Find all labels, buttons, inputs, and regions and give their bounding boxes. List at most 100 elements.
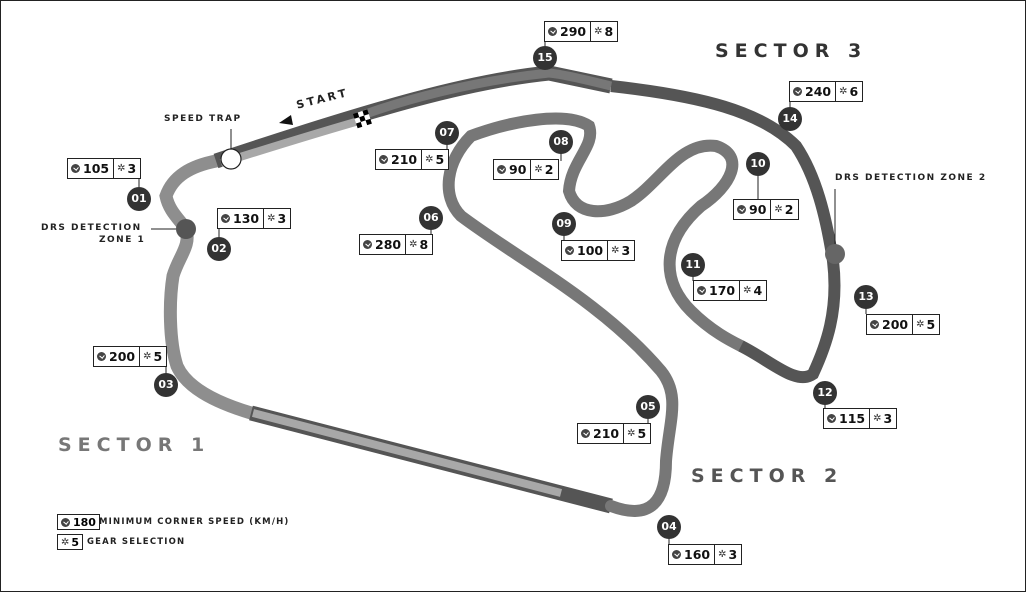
speed-icon	[379, 155, 388, 164]
start-arrow-icon	[279, 115, 293, 125]
legend-gear-value: 5	[71, 535, 80, 549]
gear-icon: ✲	[409, 239, 418, 250]
corner-info-05: 210 ✲5	[577, 423, 652, 444]
corner-info-15: 290 ✲8	[544, 21, 619, 42]
corner-badge-02: 02	[207, 237, 231, 261]
corner-speed: 290	[560, 24, 587, 39]
corner-gear: 5	[926, 317, 936, 332]
corner-badge-03: 03	[154, 373, 178, 397]
drs-zone-2-label: DRS DETECTION ZONE 2	[835, 173, 987, 183]
gear-icon: ✲	[627, 428, 636, 439]
corner-gear: 3	[883, 411, 893, 426]
corner-speed: 115	[839, 411, 866, 426]
corner-gear: 2	[784, 202, 794, 217]
corner-gear: 3	[621, 243, 631, 258]
drs-detection-marker-1	[176, 219, 196, 239]
drs-zone-back-straight	[251, 409, 563, 497]
speed-icon	[97, 352, 106, 361]
corner-info-01: 105 ✲3	[67, 158, 142, 179]
corner-gear: 3	[728, 547, 738, 562]
corner-badge-08: 08	[549, 130, 573, 154]
sector-3-label: SECTOR 3	[715, 40, 868, 62]
drs-zone-main-straight	[219, 117, 361, 167]
speed-icon	[870, 320, 879, 329]
corner-badge-01: 01	[127, 187, 151, 211]
corner-gear: 2	[544, 162, 554, 177]
start-finish-line	[353, 109, 372, 129]
drs-zone-1-label-line2: ZONE 1	[99, 235, 146, 245]
speed-icon	[827, 414, 836, 423]
corner-badge-15: 15	[533, 46, 557, 70]
corner-gear: 8	[419, 237, 429, 252]
corner-speed: 240	[805, 84, 832, 99]
gear-icon: ✲	[267, 213, 276, 224]
corner-gear: 5	[435, 152, 445, 167]
gear-icon: ✲	[117, 163, 126, 174]
corner-badge-13: 13	[854, 285, 878, 309]
speed-icon	[793, 87, 802, 96]
legend-speed-sample: 180	[57, 514, 100, 530]
gear-icon: ✲	[143, 351, 152, 362]
legend-speed-value: 180	[73, 515, 96, 529]
corner-gear: 3	[277, 211, 287, 226]
sector-1-label: SECTOR 1	[58, 434, 211, 456]
corner-info-10: 90 ✲2	[733, 199, 799, 220]
corner-speed: 160	[684, 547, 711, 562]
gear-icon: ✲	[839, 86, 848, 97]
gear-icon: ✲	[743, 285, 752, 296]
corner-badge-10: 10	[746, 152, 770, 176]
corner-info-09: 100 ✲3	[561, 240, 636, 261]
corner-info-11: 170 ✲4	[693, 280, 768, 301]
speed-icon	[565, 246, 574, 255]
gear-icon: ✲	[611, 245, 620, 256]
speed-icon	[737, 205, 746, 214]
gear-icon: ✲	[425, 154, 434, 165]
gear-icon: ✲	[61, 536, 70, 548]
speed-icon	[497, 165, 506, 174]
corner-badge-14: 14	[778, 107, 802, 131]
track-sector-3-mid	[361, 68, 613, 120]
gear-icon: ✲	[774, 204, 783, 215]
corner-speed: 105	[83, 161, 110, 176]
corner-speed: 210	[593, 426, 620, 441]
track-sector-2	[442, 112, 747, 517]
legend-speed-text: MINIMUM CORNER SPEED (KM/H)	[99, 517, 290, 527]
corner-speed: 90	[509, 162, 527, 177]
speed-icon	[71, 164, 80, 173]
drs-zone-1-label-line1: DRS DETECTION	[41, 223, 142, 233]
corner-speed: 90	[749, 202, 767, 217]
speed-icon	[697, 286, 706, 295]
corner-info-12: 115 ✲3	[823, 408, 898, 429]
corner-badge-07: 07	[435, 121, 459, 145]
corner-gear: 8	[604, 24, 614, 39]
corner-badge-05: 05	[636, 395, 660, 419]
corner-badge-09: 09	[552, 212, 576, 236]
corner-speed: 200	[109, 349, 136, 364]
corner-gear: 6	[849, 84, 859, 99]
drs-detection-marker-2	[825, 244, 845, 264]
track-sector-1	[159, 154, 258, 420]
corner-speed: 200	[882, 317, 909, 332]
gear-icon: ✲	[873, 413, 882, 424]
corner-gear: 4	[753, 283, 763, 298]
corner-badge-11: 11	[681, 253, 705, 277]
corner-gear: 3	[127, 161, 137, 176]
corner-speed: 100	[577, 243, 604, 258]
corner-info-06: 280 ✲8	[359, 234, 434, 255]
speed-icon	[61, 517, 70, 527]
corner-speed: 280	[375, 237, 402, 252]
gear-icon: ✲	[534, 164, 543, 175]
corner-info-14: 240 ✲6	[789, 81, 864, 102]
corner-speed: 130	[233, 211, 260, 226]
corner-info-07: 210 ✲5	[375, 149, 450, 170]
sector-2-label: SECTOR 2	[691, 465, 844, 487]
speed-icon	[672, 550, 681, 559]
speed-icon	[363, 240, 372, 249]
speed-icon	[221, 214, 230, 223]
speed-trap-label: SPEED TRAP	[164, 114, 242, 124]
gear-icon: ✲	[718, 549, 727, 560]
legend-gear-text: GEAR SELECTION	[87, 537, 186, 547]
gear-icon: ✲	[916, 319, 925, 330]
